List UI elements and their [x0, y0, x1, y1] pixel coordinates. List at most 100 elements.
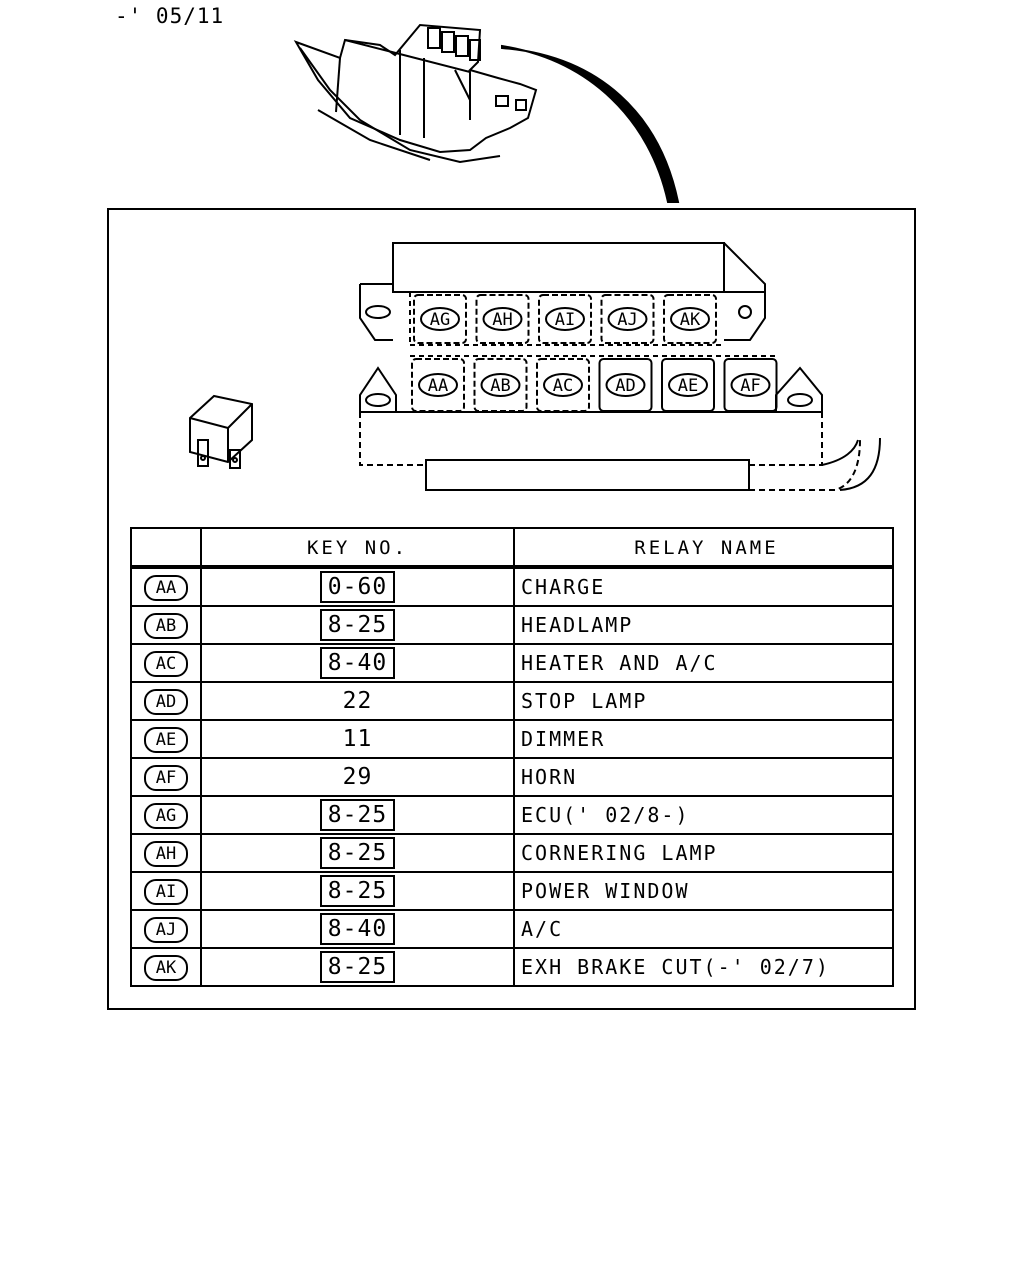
key-cell: 22: [200, 681, 515, 721]
relay-slot-label: AJ: [617, 310, 637, 330]
table-header-row: KEY NO. RELAY NAME: [130, 527, 894, 569]
relay-id: AE: [144, 726, 188, 753]
header-key-no: KEY NO.: [200, 527, 515, 569]
relay-slot-label: AE: [678, 376, 698, 396]
relay-slot-label: AD: [615, 376, 635, 396]
key-number: 8-40: [319, 647, 396, 679]
relay-slot-ac: AC: [536, 358, 590, 412]
relay-id-cell: AB: [130, 605, 202, 645]
relay-slot-ab: AB: [473, 358, 528, 412]
key-number: 11: [342, 726, 373, 752]
key-cell: 29: [200, 757, 515, 797]
relay-name: POWER WINDOW: [513, 871, 894, 911]
relay-id-cell: AC: [130, 643, 202, 683]
relay-slot-aj: AJ: [600, 294, 655, 344]
relay-name: STOP LAMP: [513, 681, 894, 721]
relay-slot-label: AF: [740, 376, 760, 396]
relay-id: AK: [144, 954, 188, 981]
table-row: AH 8-25 CORNERING LAMP: [130, 833, 894, 873]
key-number: 8-40: [319, 913, 396, 945]
vehicle-location-sketch: [293, 23, 538, 164]
key-number: 8-25: [319, 837, 396, 869]
relay-id: AJ: [144, 916, 188, 943]
key-cell: 11: [200, 719, 515, 759]
relay-slot-ak: AK: [663, 294, 717, 344]
relay-slot-label: AC: [553, 376, 573, 396]
diagram-frame: [107, 208, 916, 1010]
relay-slot-label: AH: [492, 310, 512, 330]
key-number: 29: [342, 764, 373, 790]
relay-id-cell: AF: [130, 757, 202, 797]
relay-name: CORNERING LAMP: [513, 833, 894, 873]
relay-id: AI: [144, 878, 188, 905]
key-number: 8-25: [319, 951, 396, 983]
relay-id: AB: [144, 612, 188, 639]
table-row: AK 8-25 EXH BRAKE CUT(-' 02/7): [130, 947, 894, 987]
table-row: AI 8-25 POWER WINDOW: [130, 871, 894, 911]
key-number: 8-25: [319, 609, 396, 641]
relay-id: AD: [144, 688, 188, 715]
table-row: AF 29 HORN: [130, 757, 894, 797]
relay-id-cell: AJ: [130, 909, 202, 949]
table-row: AA 0-60 CHARGE: [130, 566, 894, 607]
relay-name: DIMMER: [513, 719, 894, 759]
relay-slot-label: AG: [430, 310, 450, 330]
relay-name: HEADLAMP: [513, 605, 894, 645]
lower-relay-slots: AA AB AC AD AE AF: [411, 358, 778, 412]
table-row: AC 8-40 HEATER AND A/C: [130, 643, 894, 683]
relay-slot-ae: AE: [661, 358, 715, 412]
key-cell: 8-25: [200, 605, 515, 645]
pointer-arrow: [501, 44, 680, 203]
relay-name: ECU(' 02/8-): [513, 795, 894, 835]
relay-slot-ad: AD: [598, 358, 653, 412]
relay-id: AA: [144, 574, 188, 601]
key-cell: 8-25: [200, 833, 515, 873]
relay-name: HEATER AND A/C: [513, 643, 894, 683]
relay-id-cell: AA: [130, 566, 202, 607]
relay-slot-label: AI: [555, 310, 575, 330]
relay-name: CHARGE: [513, 566, 894, 607]
key-cell: 8-25: [200, 871, 515, 911]
relay-cube: [189, 394, 253, 469]
table-row: AJ 8-40 A/C: [130, 909, 894, 949]
relay-name: HORN: [513, 757, 894, 797]
relay-slot-ah: AH: [475, 294, 530, 344]
relay-id: AH: [144, 840, 188, 867]
relay-id-cell: AI: [130, 871, 202, 911]
table-row: AB 8-25 HEADLAMP: [130, 605, 894, 645]
relay-id-cell: AH: [130, 833, 202, 873]
date-label: -' 05/11: [115, 4, 225, 28]
relay-name: A/C: [513, 909, 894, 949]
key-number: 0-60: [319, 571, 396, 603]
upper-relay-slots: AG AH AI AJ AK: [413, 294, 717, 344]
header-relay-name-label: RELAY NAME: [634, 537, 779, 559]
relay-id: AF: [144, 764, 188, 791]
header-relay-name: RELAY NAME: [513, 527, 894, 569]
relay-id-cell: AG: [130, 795, 202, 835]
relay-id: AG: [144, 802, 188, 829]
key-cell: 8-40: [200, 909, 515, 949]
key-cell: 8-40: [200, 643, 515, 683]
relay-id-cell: AD: [130, 681, 202, 721]
relay-id: AC: [144, 650, 188, 677]
table-row: AE 11 DIMMER: [130, 719, 894, 759]
header-key-no-label: KEY NO.: [306, 537, 409, 559]
key-cell: 0-60: [200, 566, 515, 607]
header-id: [130, 527, 202, 569]
relay-slot-label: AK: [680, 310, 701, 330]
relay-id-cell: AK: [130, 947, 202, 987]
relay-slot-ag: AG: [413, 294, 467, 344]
key-number: 8-25: [319, 875, 396, 907]
relay-id-cell: AE: [130, 719, 202, 759]
relay-name: EXH BRAKE CUT(-' 02/7): [513, 947, 894, 987]
relay-slot-label: AA: [428, 376, 448, 396]
key-cell: 8-25: [200, 795, 515, 835]
relay-slot-aa: AA: [411, 358, 465, 412]
relay-slot-af: AF: [723, 358, 778, 412]
relay-box: [359, 242, 881, 491]
relay-slot-label: AB: [490, 376, 510, 396]
